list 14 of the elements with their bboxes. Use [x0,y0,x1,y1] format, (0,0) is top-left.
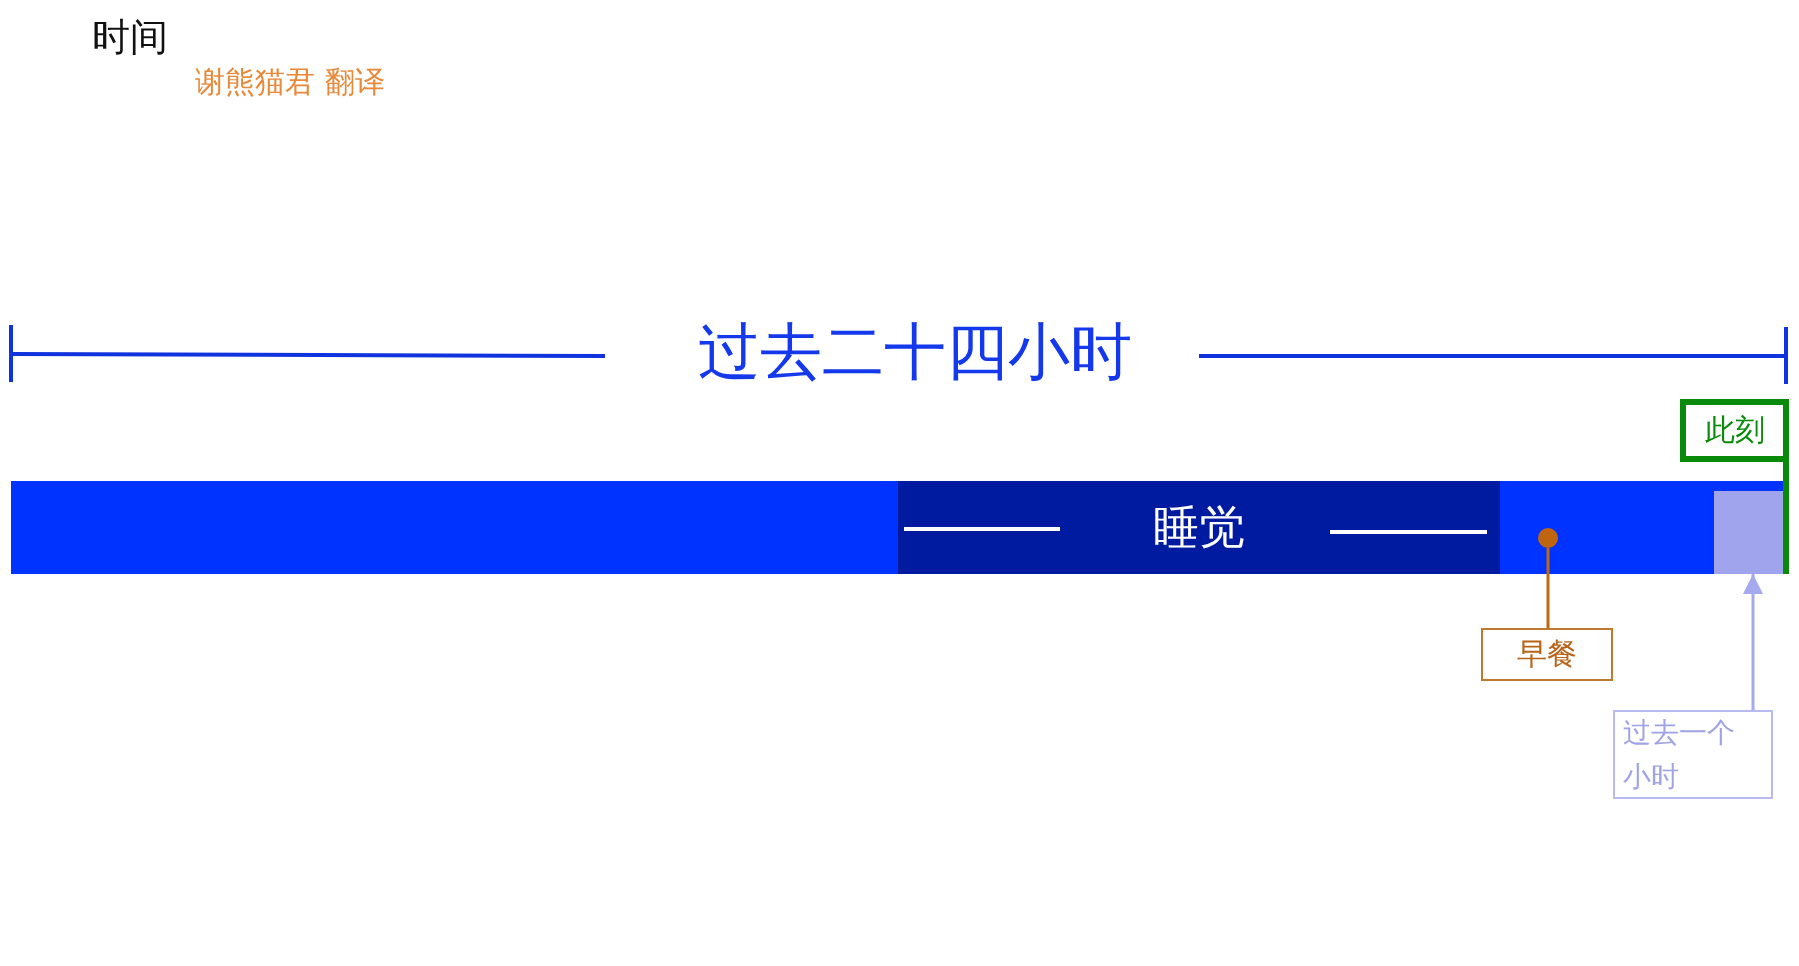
translator-credit: 谢熊猫君 翻译 [195,63,386,101]
title: 时间 [92,14,168,61]
timeline-bar [11,481,1786,574]
sleep-label: 睡觉 [1153,499,1245,556]
callout-box: 早餐 [1481,628,1613,681]
leader-line [1546,548,1550,628]
arrow [1743,574,1763,710]
marker-dot-icon [1538,528,1558,548]
callout-box: 过去一个小时 [1613,710,1773,799]
dimension-label: 过去二十四小时 [697,314,1133,390]
last-hour-segment [1714,491,1783,574]
flag-label: 此刻 [1680,399,1789,462]
sleep-segment [898,481,1500,574]
flag-pole [1783,462,1789,574]
